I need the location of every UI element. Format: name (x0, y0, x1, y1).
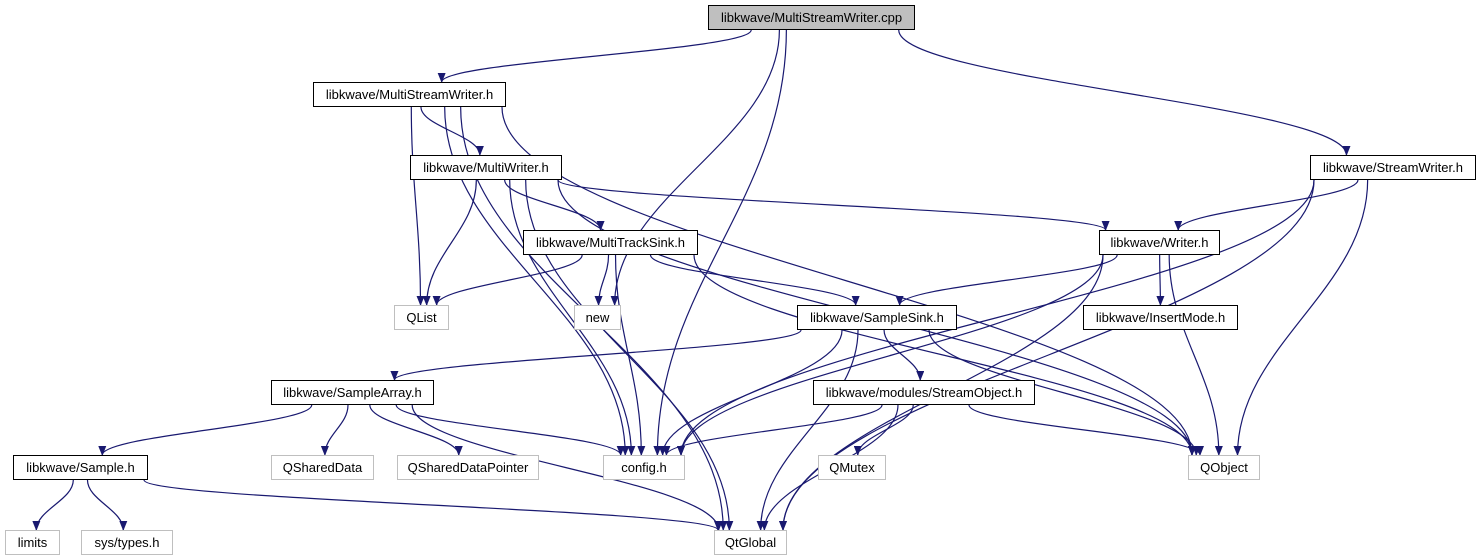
edge-msw-h-to-mw-h (420, 106, 484, 156)
edge-sw-h-to-qobject (1233, 179, 1369, 456)
edge-mts-h-to-qobject (693, 254, 1196, 456)
node-label: libkwave/MultiStreamWriter.cpp (720, 10, 903, 25)
node-s-h[interactable]: libkwave/Sample.h (13, 455, 148, 480)
edge-root-to-sw-h (898, 29, 1351, 156)
node-label: libkwave/MultiWriter.h (423, 160, 549, 175)
node-label: limits (17, 535, 48, 550)
edge-sa-h-to-qsharedptr (369, 404, 463, 456)
node-label: sys/types.h (94, 535, 160, 550)
node-systypes: sys/types.h (81, 530, 173, 555)
node-config: config.h (603, 455, 685, 480)
edge-root-to-msw-h (437, 29, 752, 83)
edge-sw-h-to-w-h (1174, 179, 1359, 231)
edges-layer (32, 29, 1369, 531)
edge-mts-h-to-config (614, 254, 646, 456)
edge-sa-h-to-qtglobal (411, 404, 723, 531)
node-qmutex: QMutex (818, 455, 886, 480)
edge-sa-h-to-qshared (320, 404, 349, 456)
node-w-h[interactable]: libkwave/Writer.h (1099, 230, 1220, 255)
node-mw-h[interactable]: libkwave/MultiWriter.h (410, 155, 562, 180)
node-label: QtGlobal (724, 535, 777, 550)
node-label: config.h (621, 460, 667, 475)
edge-msw-h-to-qlist (410, 106, 425, 306)
edge-sw-h-to-config (677, 179, 1315, 456)
node-sa-h[interactable]: libkwave/SampleArray.h (271, 380, 434, 405)
edge-root-to-new (610, 29, 780, 306)
node-label: libkwave/modules/StreamObject.h (825, 385, 1023, 400)
edge-w-h-to-ss-h (895, 254, 1118, 306)
node-limits: limits (5, 530, 60, 555)
edge-mts-h-to-ss-h (649, 254, 860, 306)
node-ss-h[interactable]: libkwave/SampleSink.h (797, 305, 957, 330)
node-label: new (585, 310, 610, 325)
node-label: libkwave/InsertMode.h (1095, 310, 1226, 325)
node-root[interactable]: libkwave/MultiStreamWriter.cpp (708, 5, 915, 30)
node-label: QList (406, 310, 437, 325)
node-so-h[interactable]: libkwave/modules/StreamObject.h (813, 380, 1035, 405)
edge-sa-h-to-config (395, 404, 625, 456)
edge-s-h-to-qtglobal (143, 479, 722, 531)
edge-mw-h-to-config (509, 179, 636, 456)
edge-mw-h-to-qlist (422, 179, 477, 306)
node-new: new (574, 305, 621, 330)
node-im-h[interactable]: libkwave/InsertMode.h (1083, 305, 1238, 330)
edge-so-h-to-qobject (968, 404, 1204, 456)
node-qshared: QSharedData (271, 455, 374, 480)
node-mts-h[interactable]: libkwave/MultiTrackSink.h (523, 230, 698, 255)
edge-mts-h-to-new (594, 254, 610, 306)
node-sw-h[interactable]: libkwave/StreamWriter.h (1310, 155, 1476, 180)
node-qobject: QObject (1188, 455, 1260, 480)
node-msw-h[interactable]: libkwave/MultiStreamWriter.h (313, 82, 506, 107)
edge-s-h-to-systypes (86, 479, 128, 531)
node-label: libkwave/Writer.h (1110, 235, 1209, 250)
edge-so-h-to-config (662, 404, 883, 456)
edge-ss-h-to-config (658, 329, 843, 456)
edge-ss-h-to-qtglobal (756, 329, 859, 531)
edge-mts-h-to-qlist (432, 254, 583, 306)
edge-mw-h-to-mts-h (504, 179, 605, 231)
edge-so-h-to-qmutex (853, 404, 914, 456)
node-label: libkwave/SampleArray.h (283, 385, 422, 400)
edge-w-h-to-config (677, 254, 1104, 456)
edge-w-h-to-im-h (1156, 254, 1165, 306)
edge-w-h-to-qobject (1168, 254, 1223, 456)
edge-ss-h-to-sa-h (390, 329, 802, 381)
edge-s-h-to-limits (32, 479, 74, 531)
edge-sa-h-to-s-h (98, 404, 313, 456)
edge-ss-h-to-so-h (883, 329, 925, 381)
node-qtglobal: QtGlobal (714, 530, 787, 555)
node-label: libkwave/MultiTrackSink.h (535, 235, 686, 250)
node-label: libkwave/Sample.h (26, 460, 135, 475)
node-qlist: QList (394, 305, 449, 330)
edge-mw-h-to-w-h (557, 179, 1110, 231)
node-qsharedptr: QSharedDataPointer (397, 455, 539, 480)
node-label: QMutex (829, 460, 875, 475)
node-label: libkwave/StreamWriter.h (1323, 160, 1463, 175)
node-label: QSharedDataPointer (407, 460, 529, 475)
node-label: libkwave/SampleSink.h (810, 310, 944, 325)
edge-ss-h-to-qobject (928, 329, 1201, 456)
node-label: QObject (1200, 460, 1248, 475)
node-label: QSharedData (282, 460, 363, 475)
node-label: libkwave/MultiStreamWriter.h (325, 87, 494, 102)
